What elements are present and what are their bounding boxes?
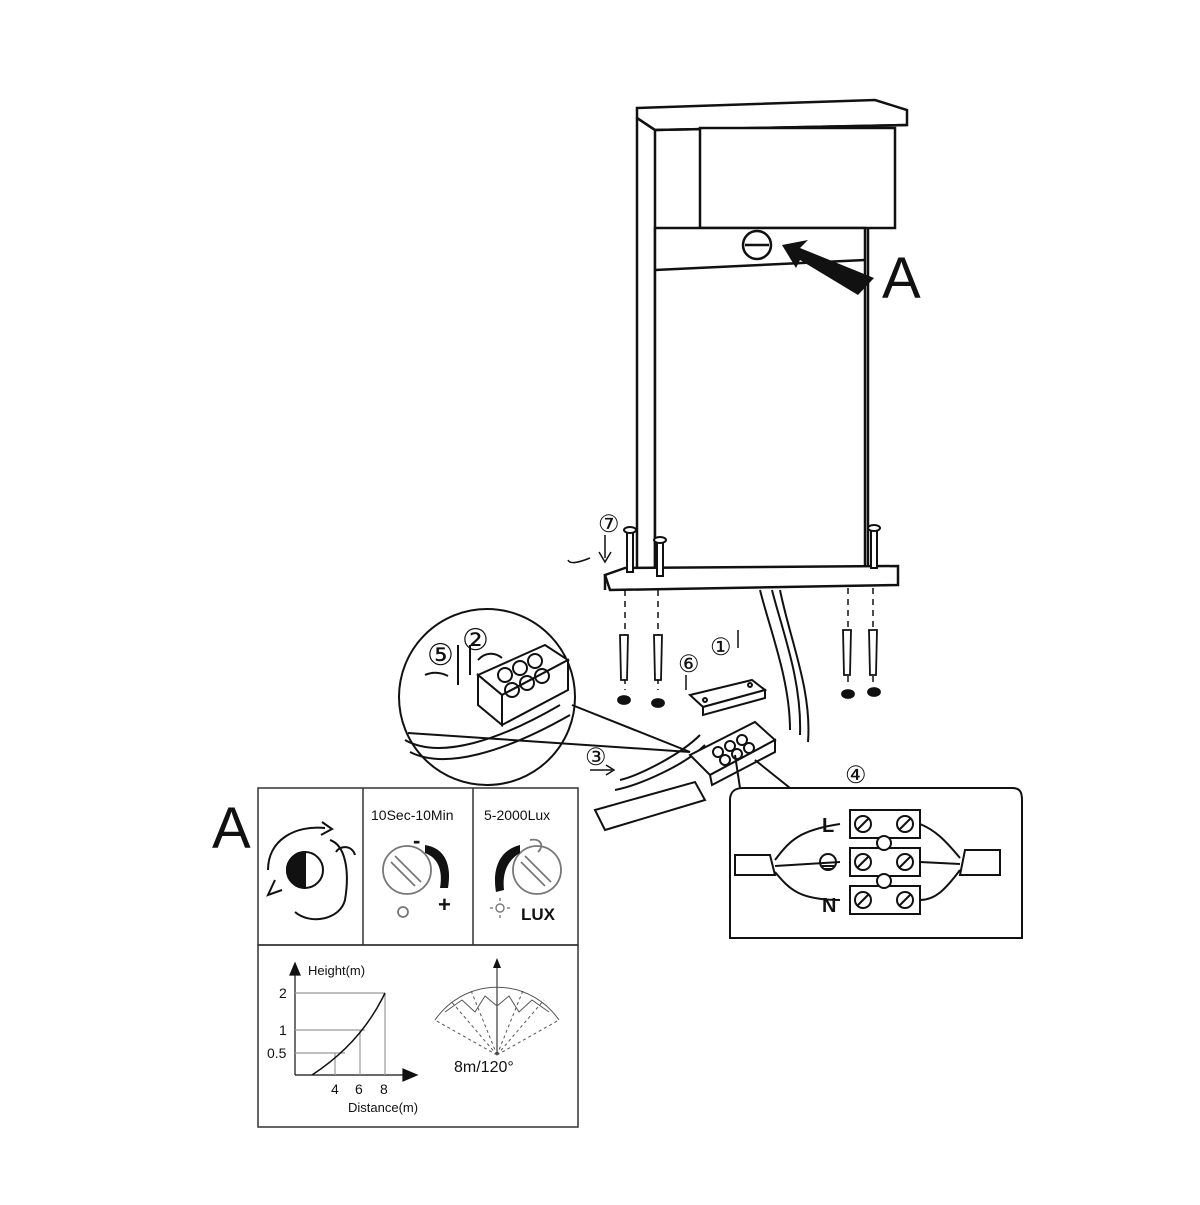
graph-y-label: Height(m) [308,963,365,978]
time-knob-icon [382,845,432,918]
lamp-post [635,98,909,575]
step-7-marker: ⑦ [598,511,620,538]
sensor-dial-icon [266,821,356,921]
step-4-marker: ④ [845,762,867,789]
time-minus-sign: - [413,828,420,853]
wall-plugs [617,629,881,708]
wiring-leads [734,823,1001,901]
step-1-marker: ① [710,634,732,661]
graph-y-tick-1: 1 [279,1022,287,1038]
detection-graph [289,961,419,1082]
lux-decrease-arrow-icon [495,845,520,892]
step-6-marker: ⑥ [678,651,700,678]
live-terminal-label: L [822,815,834,837]
graph-y-tick-2: 2 [279,985,287,1001]
step-markers: ① ③ ④ ⑥ ⑦ [585,511,867,789]
sun-icon [490,898,510,918]
step-5-marker: ⑤ [427,639,454,672]
graph-y-tick-0-5: 0.5 [267,1045,287,1061]
graph-x-tick-4: 4 [331,1081,339,1097]
step-3-marker: ③ [585,744,607,771]
graph-x-tick-8: 8 [380,1081,388,1097]
sensor-callout-label: A [882,246,921,311]
wiring-terminals [849,809,921,915]
step-arrows [567,535,739,776]
step-2-marker: ② [462,624,489,657]
time-increase-arrow-icon [425,845,450,888]
settings-panel [257,787,579,1128]
anchor-bolts [623,524,881,577]
detail-magnifier [398,608,691,786]
graph-x-label: Distance(m) [348,1100,418,1115]
motion-sensor [741,229,773,261]
detection-fan-icon [434,958,560,1056]
lux-setting-label: 5-2000Lux [484,807,550,823]
connector-box [687,678,768,717]
terminal-block [688,720,777,787]
base-plate [603,564,900,592]
fan-range-label: 8m/120° [454,1059,514,1076]
time-plus-sign: + [438,892,451,917]
neutral-terminal-label: N [822,895,836,917]
time-setting-label: 10Sec-10Min [371,807,454,823]
graph-x-tick-6: 6 [355,1081,363,1097]
lux-knob-icon [512,838,562,895]
lux-text: LUX [521,905,556,924]
sensor-arrow-icon [782,240,874,295]
panel-callout-label: A [212,796,251,861]
